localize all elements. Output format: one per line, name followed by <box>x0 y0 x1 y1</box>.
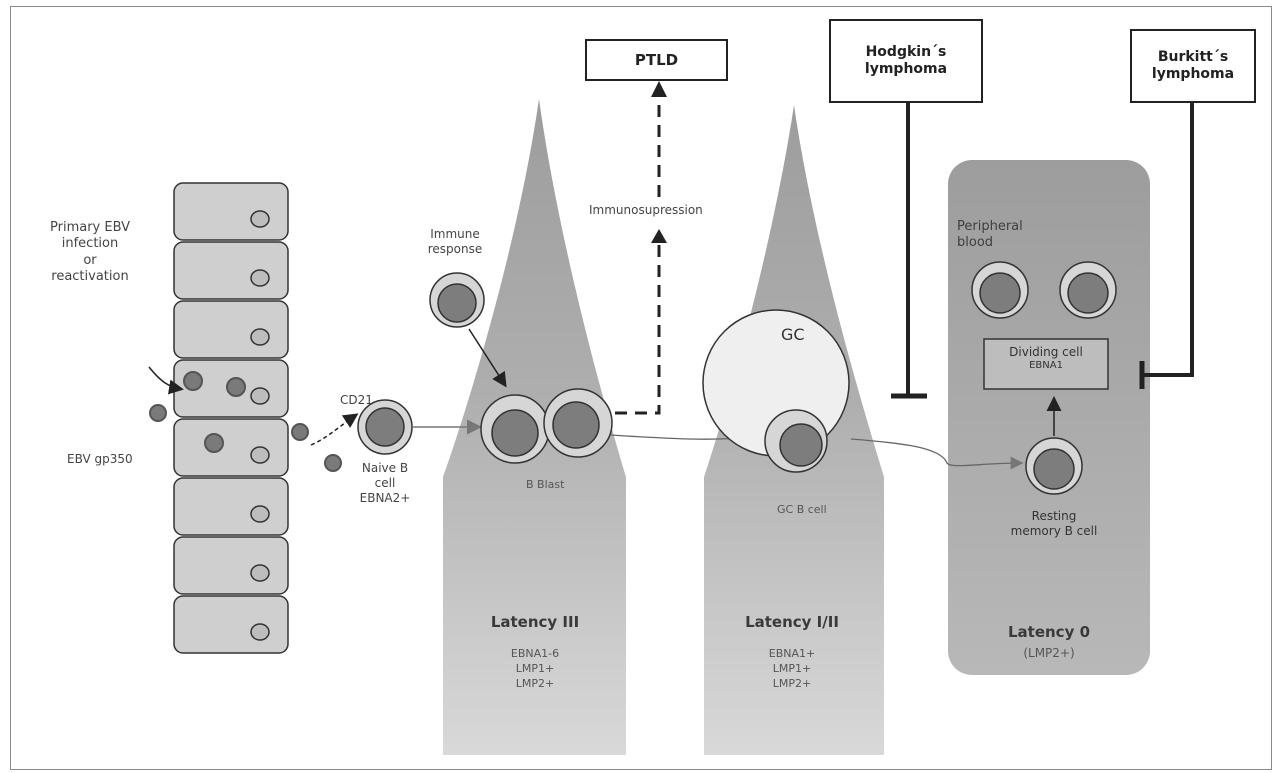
ptld-label: PTLD <box>634 51 679 69</box>
gc-label: GC <box>781 325 805 344</box>
hodgkin-label-line1: Hodgkin´s <box>865 44 947 61</box>
latency-0-title: Latency 0 <box>1007 623 1091 641</box>
latency-i-ii-genes: EBNA1+ LMP1+ LMP2+ <box>768 647 816 690</box>
ebv-virions <box>149 371 342 472</box>
immune-response-arrow <box>468 328 507 388</box>
hodgkin-label-line2: lymphoma <box>864 61 948 77</box>
epithelial-cell <box>173 418 289 477</box>
ptld-dashed-path <box>615 239 661 415</box>
dividing-cell-label: Dividing cell EBNA1 <box>1009 345 1083 371</box>
infection-arrow <box>148 366 184 395</box>
ebv-virion <box>291 423 309 441</box>
naive-b-cell-label: Naive B cell EBNA2+ <box>359 461 411 505</box>
burkitt-label-line2: lymphoma <box>1151 66 1235 82</box>
epithelial-cell <box>173 182 289 241</box>
hodgkin-lymphoma-box: Hodgkin´s lymphoma <box>829 19 983 103</box>
ptld-box: PTLD <box>585 39 728 81</box>
virion-to-bcell-arrow <box>310 413 359 446</box>
b-blast-label: B Blast <box>526 478 565 491</box>
burkitt-lymphoma-box: Burkitt´s lymphoma <box>1130 29 1256 103</box>
ebv-gp350-label: EBV gp350 <box>67 452 133 466</box>
ptld-arrowhead <box>651 81 667 97</box>
ebv-virion <box>183 371 203 391</box>
latency-iii-genes: EBNA1-6 LMP1+ LMP2+ <box>510 647 560 690</box>
dividing-cell-box <box>983 338 1109 390</box>
epithelium-column <box>173 182 289 654</box>
latency-0-genes: (LMP2+) <box>1023 646 1075 660</box>
gc-b-cell-label: GC B cell <box>777 503 827 516</box>
peripheral-blood-label: Peripheral blood <box>957 219 1023 251</box>
diagram-canvas <box>148 81 1194 755</box>
primary-ebv-label: Primary EBV infection or reactivation <box>50 220 130 284</box>
epithelial-cell <box>173 536 289 595</box>
burkitt-label-line1: Burkitt´s <box>1157 49 1229 66</box>
immune-response-label: Immune response <box>427 227 483 256</box>
burkitt-inhibition-line <box>1143 103 1194 377</box>
epithelial-cell <box>173 595 289 654</box>
immunosupression-arrowhead <box>651 229 667 243</box>
immunosupression-label: Immunosupression <box>589 203 703 217</box>
epithelial-cell <box>173 477 289 536</box>
epithelial-cell <box>173 300 289 359</box>
latency-iii-title: Latency III <box>490 613 580 631</box>
ebv-virion <box>149 404 167 422</box>
ebv-virion <box>226 377 246 397</box>
ebv-virion <box>204 433 224 453</box>
epithelial-cell <box>173 241 289 300</box>
diagram-frame: PTLD Hodgkin´s lymphoma Burkitt´s lympho… <box>10 6 1272 770</box>
latency-i-ii-title: Latency I/II <box>745 613 839 631</box>
cd21-label: CD21 <box>340 393 373 407</box>
resting-memory-label: Resting memory B cell <box>1010 509 1098 538</box>
ebv-virion <box>324 454 342 472</box>
